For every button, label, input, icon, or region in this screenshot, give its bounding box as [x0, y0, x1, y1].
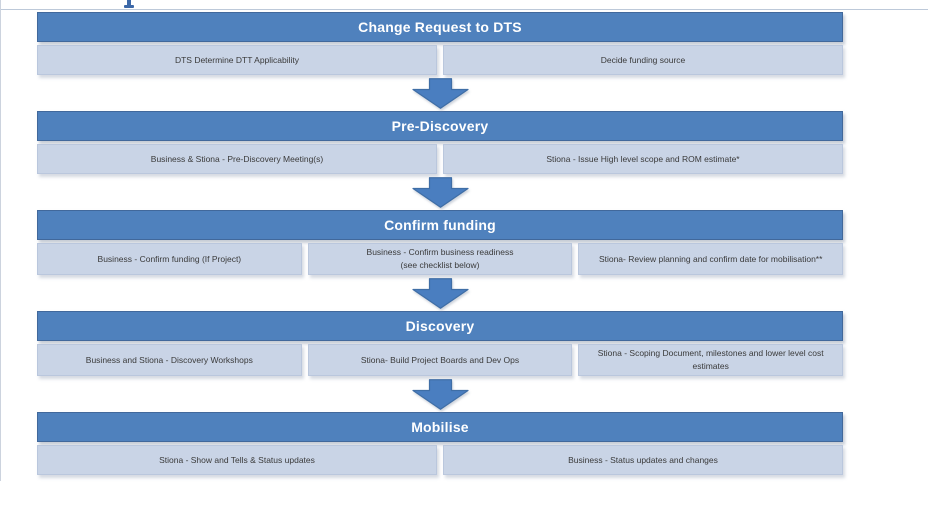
cell-status-updates-changes: Business - Status updates and changes [443, 445, 843, 475]
stage-row: Business - Confirm funding (If Project) … [37, 243, 844, 275]
stage-header-pre-discovery: Pre-Discovery [37, 111, 843, 141]
process-flowchart: Change Request to DTS DTS Determine DTT … [37, 12, 844, 475]
stage-row: Stiona - Show and Tells & Status updates… [37, 445, 843, 475]
cell-dtt-applicability: DTS Determine DTT Applicability [37, 45, 437, 75]
cell-show-and-tells-status: Stiona - Show and Tells & Status updates [37, 445, 437, 475]
down-arrow-icon [411, 378, 469, 410]
cell-high-level-scope-rom: Stiona - Issue High level scope and ROM … [443, 144, 843, 174]
cropped-heading-fragment [124, 0, 134, 8]
down-arrow-icon [411, 176, 469, 208]
flow-connector [37, 75, 843, 111]
flow-connector [37, 275, 843, 311]
cell-build-project-boards-devops: Stiona- Build Project Boards and Dev Ops [307, 344, 573, 376]
cell-pre-discovery-meetings: Business & Stiona - Pre-Discovery Meetin… [37, 144, 437, 174]
stage-header-mobilise: Mobilise [37, 412, 843, 442]
stage-header-discovery: Discovery [37, 311, 843, 341]
stage-header-change-request-to-dts: Change Request to DTS [37, 12, 843, 42]
stage-row: Business and Stiona - Discovery Workshop… [37, 344, 844, 376]
cell-scoping-document-estimates: Stiona - Scoping Document, milestones an… [578, 344, 844, 376]
down-arrow-icon [411, 77, 469, 109]
cell-review-planning-mobilisation: Stiona- Review planning and confirm date… [578, 243, 844, 275]
cell-decide-funding-source: Decide funding source [443, 45, 843, 75]
page-left-rule [0, 0, 1, 481]
stage-header-confirm-funding: Confirm funding [37, 210, 843, 240]
flow-connector [37, 174, 843, 210]
down-arrow-icon [411, 277, 469, 309]
stage-row: DTS Determine DTT Applicability Decide f… [37, 45, 843, 75]
cell-discovery-workshops: Business and Stiona - Discovery Workshop… [37, 344, 302, 376]
flow-connector [37, 376, 843, 412]
page-top-rule [0, 9, 928, 10]
cell-confirm-funding: Business - Confirm funding (If Project) [37, 243, 302, 275]
cell-confirm-business-readiness: Business - Confirm business readiness (s… [307, 243, 573, 275]
stage-row: Business & Stiona - Pre-Discovery Meetin… [37, 144, 843, 174]
